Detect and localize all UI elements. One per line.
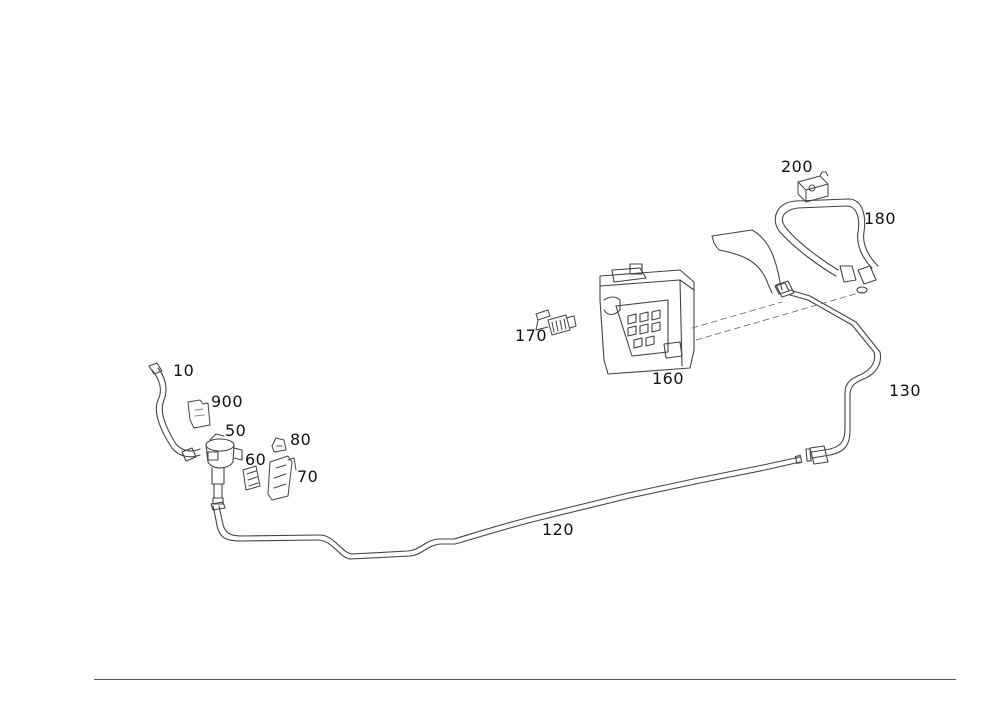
callout-50: 50 — [225, 421, 247, 440]
part-120-long-line — [210, 454, 803, 560]
part-10-vent-hose — [148, 362, 201, 462]
footer-divider — [94, 679, 956, 680]
part-70-bracket — [267, 455, 297, 501]
part-130-line — [775, 280, 882, 465]
part-200-clip — [797, 171, 829, 203]
callout-170: 170 — [515, 326, 548, 345]
part-80-clip — [271, 437, 287, 453]
part-170-valve — [535, 309, 577, 336]
callout-900: 900 — [211, 392, 244, 411]
callout-200: 200 — [781, 157, 814, 176]
part-50-purge-valve — [205, 433, 243, 505]
part-130-upper-hose — [711, 229, 790, 295]
part-60-connector — [242, 465, 261, 491]
part-900-label — [187, 399, 211, 429]
part-180-hose — [774, 198, 879, 294]
callout-130: 130 — [889, 381, 922, 400]
callout-160: 160 — [652, 369, 685, 388]
callout-180: 180 — [864, 209, 897, 228]
callout-10: 10 — [173, 361, 195, 380]
callout-60: 60 — [245, 450, 267, 469]
leader-lines — [691, 291, 863, 341]
part-160-canister — [599, 263, 695, 375]
callout-120: 120 — [542, 520, 575, 539]
callout-70: 70 — [297, 467, 319, 486]
callout-80: 80 — [290, 430, 312, 449]
